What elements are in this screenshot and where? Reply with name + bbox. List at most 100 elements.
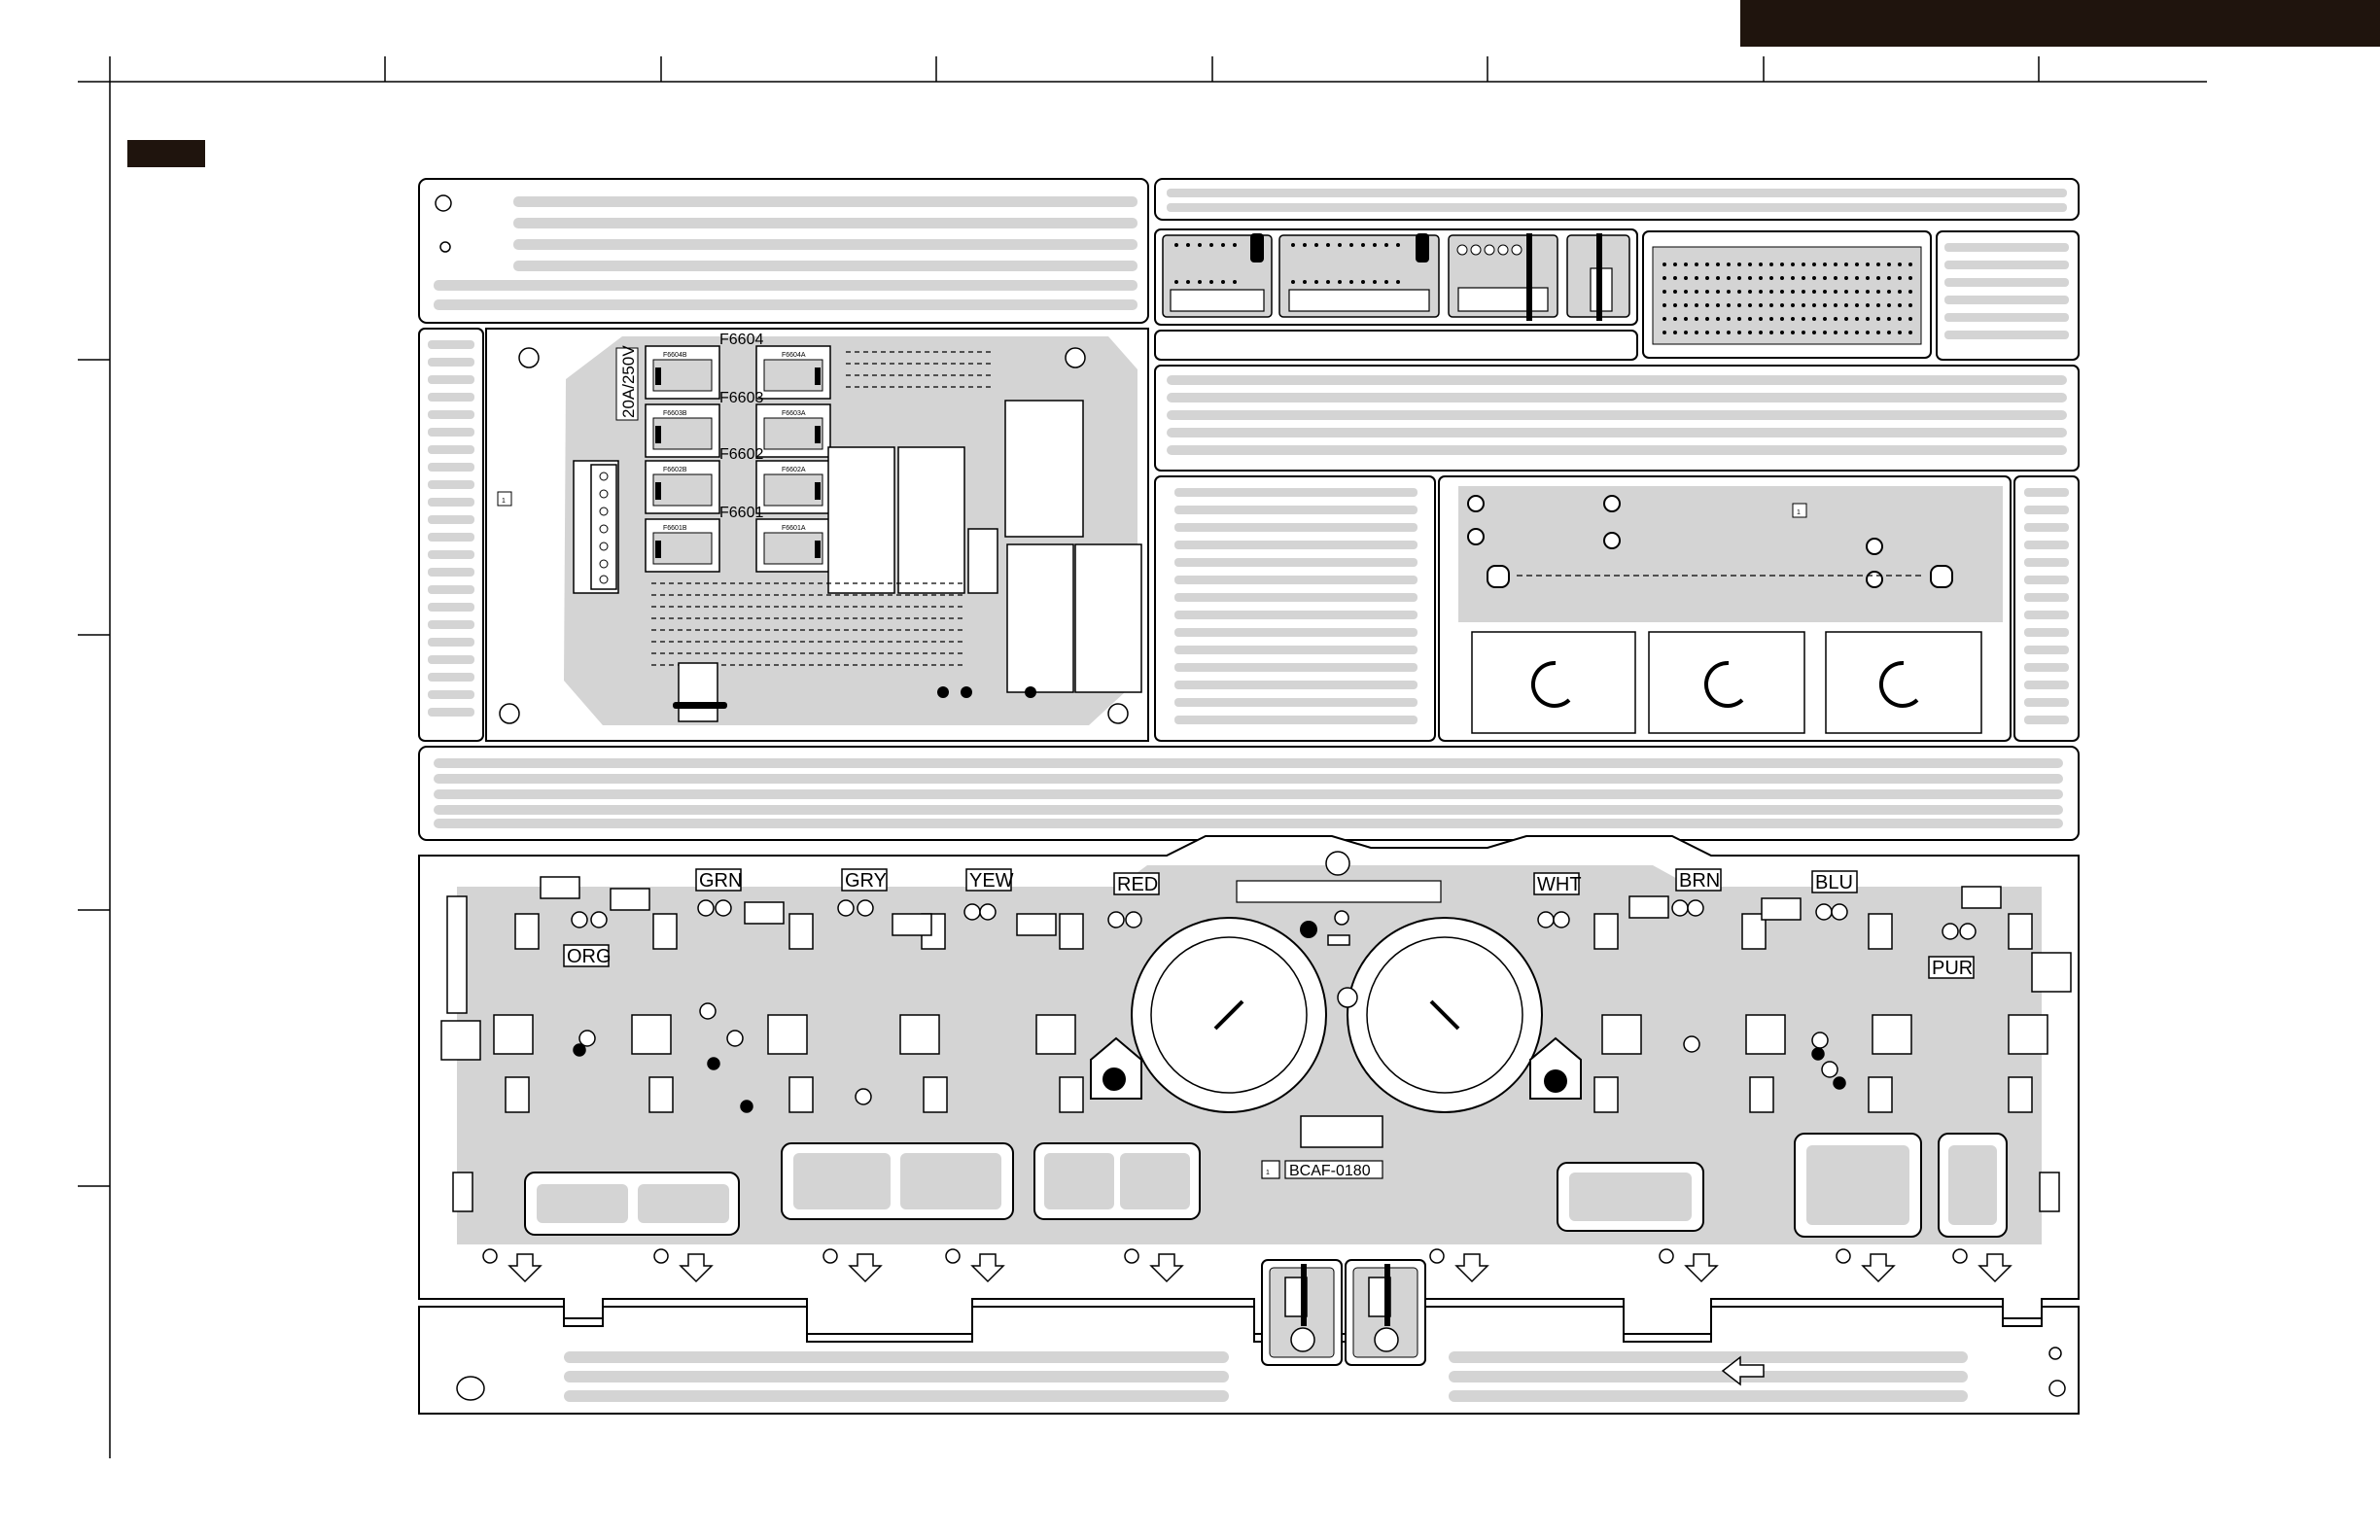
transistor-pad xyxy=(1594,914,1618,949)
fuse-pad-label: F6602B xyxy=(663,467,687,473)
wire-tag-label: BRN xyxy=(1679,870,1720,892)
header-pad xyxy=(611,889,649,910)
wire-tag-label: ORG xyxy=(567,946,612,967)
via-pad xyxy=(856,1089,871,1104)
fuse-pad-label: F6601B xyxy=(663,525,687,532)
fuse-pad-label: F6604B xyxy=(663,352,687,359)
fuse-pad-label: F6601A xyxy=(782,525,806,532)
via-pad xyxy=(838,900,854,916)
transistor-pad xyxy=(506,1077,529,1112)
transistor-pad xyxy=(1060,914,1083,949)
top-left-board xyxy=(419,179,1148,323)
wire-tag-red: RED xyxy=(1114,873,1159,895)
wire-tag-label: RED xyxy=(1117,874,1158,895)
via-pad xyxy=(698,900,714,916)
component-pad xyxy=(2009,1015,2048,1054)
via-pad xyxy=(741,1101,752,1112)
wire-tag-grn: GRN xyxy=(696,869,742,892)
wire-tag-label: BLU xyxy=(1815,872,1853,893)
fuse-label: F6603 xyxy=(719,390,763,406)
via-pad xyxy=(1538,912,1554,928)
transistor-pad xyxy=(789,914,813,949)
wire-tag-blu: BLU xyxy=(1812,871,1857,893)
via-pad xyxy=(1812,1032,1828,1048)
via-pad xyxy=(1832,904,1847,920)
transistor-board-index: 1 xyxy=(1797,509,1801,516)
transistor-pad xyxy=(653,914,677,949)
fuse-pad-label: F6604A xyxy=(782,352,806,359)
via-pad xyxy=(1942,924,1958,939)
wire-tag-label: YEW xyxy=(969,870,1014,892)
via-pad xyxy=(574,1044,585,1056)
component-pad xyxy=(1602,1015,1641,1054)
header-pad xyxy=(1017,914,1056,935)
component-pad xyxy=(441,1021,480,1060)
component-pad xyxy=(900,1015,939,1054)
wire-tag-wht: WHT xyxy=(1534,873,1582,895)
component-pad xyxy=(494,1015,533,1054)
via-pad xyxy=(579,1031,595,1046)
fuse-rating-label: 20A/250V xyxy=(619,345,638,418)
via-pad xyxy=(858,900,873,916)
via-pad xyxy=(716,900,731,916)
wire-tag-label: GRN xyxy=(699,870,742,892)
via-pad xyxy=(1125,1249,1138,1263)
wire-tag-gry: GRY xyxy=(842,869,887,892)
component-pad xyxy=(632,1015,671,1054)
via-pad xyxy=(980,904,996,920)
via-pad xyxy=(572,912,587,928)
header-pad xyxy=(1762,898,1801,920)
fuse-pad-label: F6602A xyxy=(782,467,806,473)
via-pad xyxy=(483,1249,497,1263)
component-pad xyxy=(2032,953,2071,992)
fuse-clip-pad xyxy=(2040,1172,2059,1211)
wire-tag-label: PUR xyxy=(1932,958,1973,979)
wire-tag-org: ORG xyxy=(564,945,612,967)
via-pad xyxy=(1960,924,1976,939)
via-pad xyxy=(1684,1036,1699,1052)
via-pad xyxy=(1430,1249,1444,1263)
via-pad xyxy=(1108,912,1124,928)
top-right-board xyxy=(1155,179,2079,360)
transistor-pad xyxy=(2009,914,2032,949)
via-pad xyxy=(1554,912,1569,928)
via-pad xyxy=(823,1249,837,1263)
transistor-pad xyxy=(1869,1077,1892,1112)
via-pad xyxy=(1688,900,1703,916)
via-pad xyxy=(700,1003,716,1019)
via-pad xyxy=(1822,1062,1838,1077)
transistor-pad xyxy=(2009,1077,2032,1112)
via-pad xyxy=(708,1058,719,1069)
header-pad xyxy=(541,877,579,898)
component-pad xyxy=(1872,1015,1911,1054)
transistor-pad xyxy=(515,914,539,949)
wire-tag-pur: PUR xyxy=(1929,957,1974,979)
component-pad xyxy=(1746,1015,1785,1054)
via-pad xyxy=(964,904,980,920)
transistor-pad xyxy=(1594,1077,1618,1112)
transistor-pad xyxy=(1750,1077,1773,1112)
header-pad xyxy=(1962,887,2001,908)
header-pad xyxy=(745,902,784,924)
via-pad xyxy=(1816,904,1832,920)
fuse-label: F6602 xyxy=(719,446,763,463)
header-pad xyxy=(447,896,467,1013)
via-pad xyxy=(946,1249,960,1263)
via-pad xyxy=(654,1249,668,1263)
via-pad xyxy=(1837,1249,1850,1263)
header-pad xyxy=(892,914,931,935)
component-pad xyxy=(768,1015,807,1054)
transistor-pad xyxy=(924,1077,947,1112)
via-pad xyxy=(591,912,607,928)
header-bar xyxy=(1740,0,2380,47)
fuse-label: F6604 xyxy=(719,332,763,348)
via-pad xyxy=(1953,1249,1967,1263)
via-pad xyxy=(1126,912,1141,928)
middle-band-board xyxy=(419,747,2079,840)
transistor-pad xyxy=(1060,1077,1083,1112)
board-part-number: BCAF-0180 xyxy=(1289,1163,1371,1179)
section-marker xyxy=(127,140,205,167)
wire-tag-label: WHT xyxy=(1537,874,1582,895)
